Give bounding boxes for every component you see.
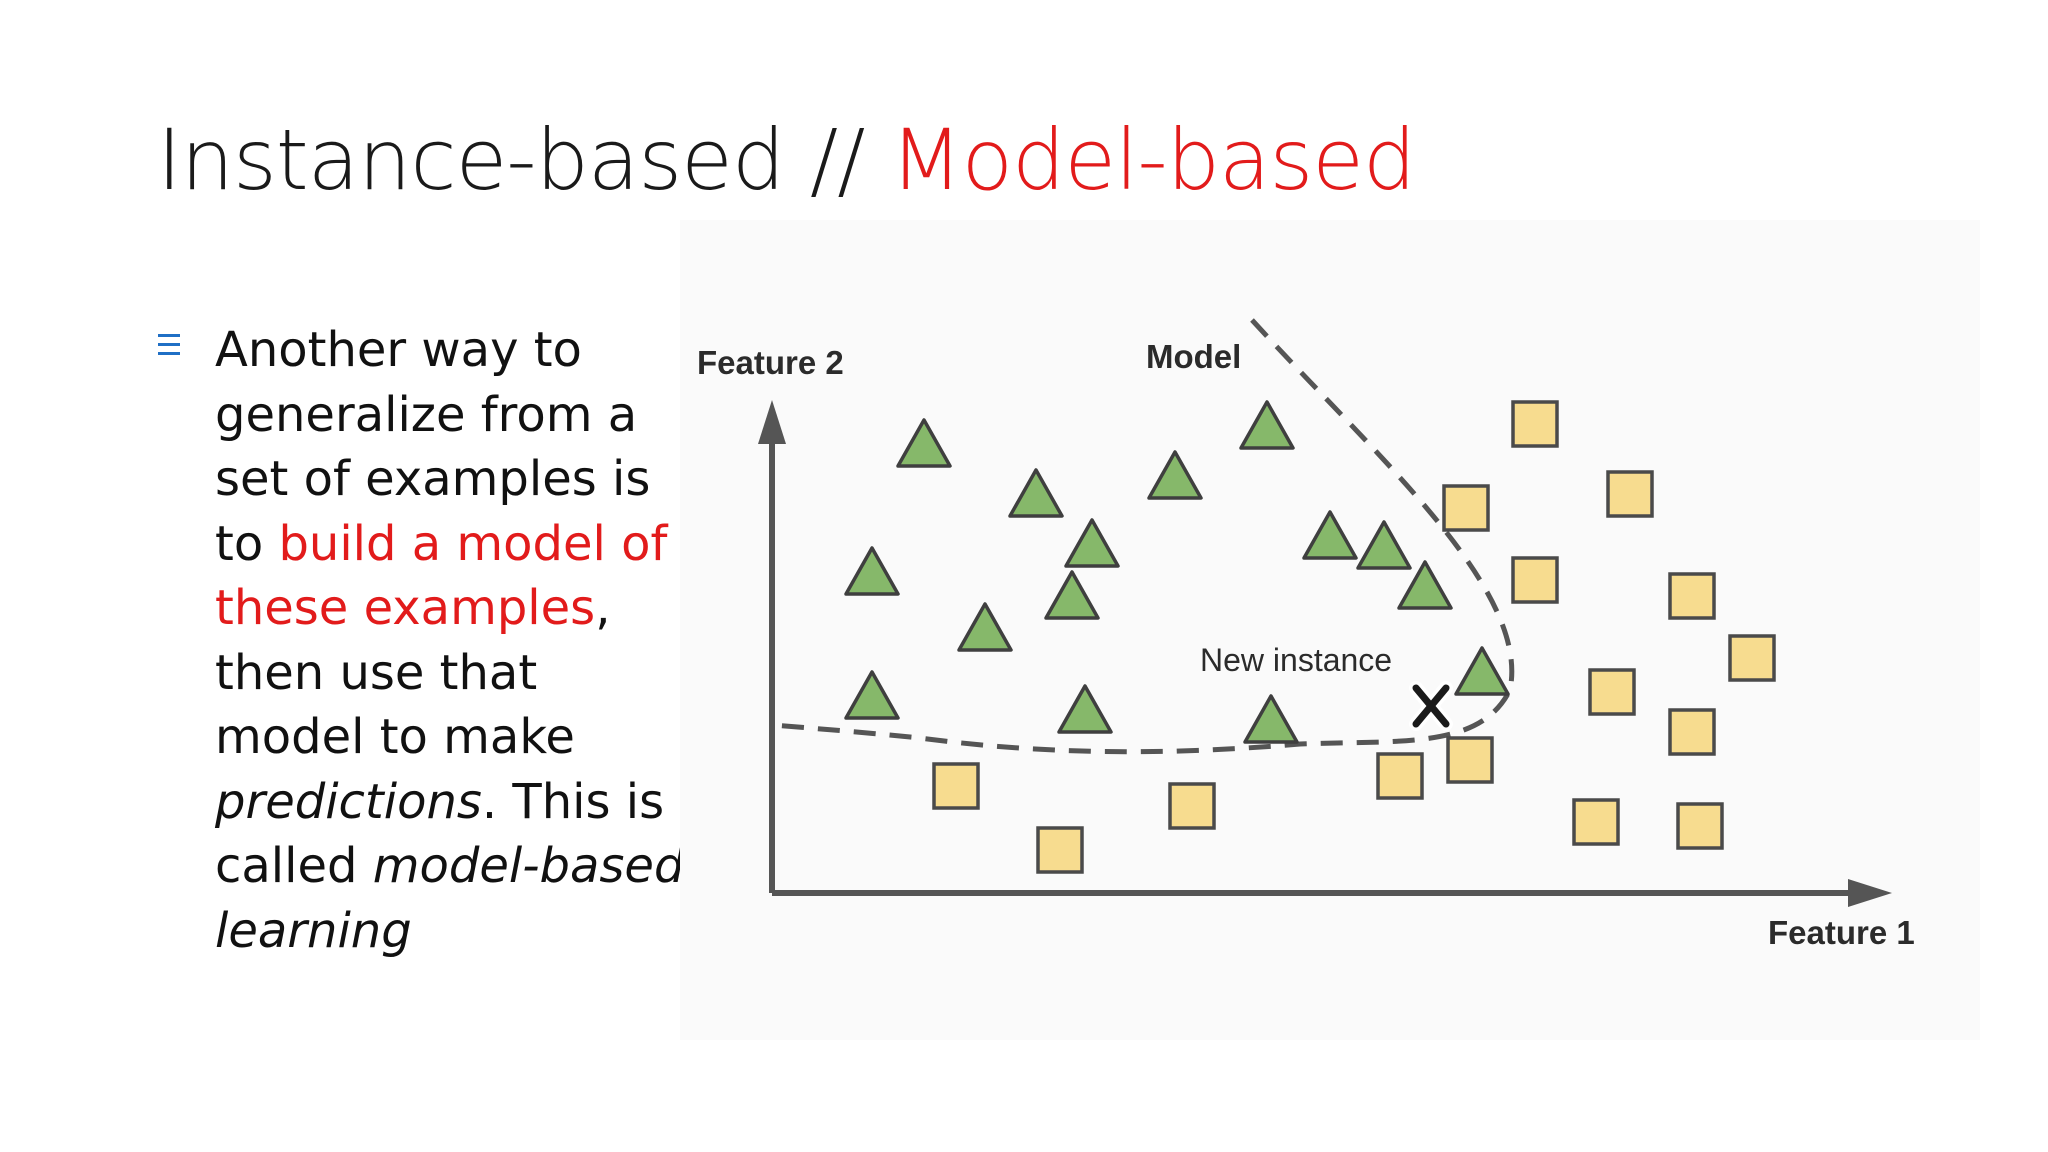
triangle-point	[1008, 468, 1064, 518]
triangle-point	[1356, 520, 1412, 570]
square-point	[932, 762, 980, 810]
square-point	[1668, 708, 1716, 756]
square-point	[1572, 798, 1620, 846]
bullet-seg-1: Another way to generalize from a set of …	[215, 322, 651, 572]
triangle-point	[1147, 450, 1203, 500]
triangle-point	[896, 418, 952, 468]
axes	[758, 400, 1892, 907]
square-point	[1376, 752, 1424, 800]
triangle-point	[844, 546, 900, 596]
model-label: Model	[1146, 338, 1242, 375]
triangle-point	[1044, 570, 1100, 620]
square-points	[932, 400, 1776, 874]
slide-title: Instance-based // Model-based	[157, 118, 1416, 202]
bullet-seg-3: , then use that model to make	[215, 580, 611, 765]
new-instance-label: New instance	[1200, 642, 1393, 678]
triangle-point	[1243, 694, 1299, 744]
square-point	[1606, 470, 1654, 518]
square-point	[1442, 484, 1490, 532]
triangle-point	[957, 602, 1013, 652]
square-point	[1511, 556, 1559, 604]
new-instance-x-icon	[1409, 681, 1453, 731]
model-diagram: Feature 2 Feature 1 Model New instance	[680, 220, 1980, 1040]
square-point	[1446, 736, 1494, 784]
y-axis-arrow-icon	[758, 400, 786, 444]
y-axis-label: Feature 2	[697, 344, 844, 381]
square-point	[1588, 668, 1636, 716]
title-plain: Instance-based //	[157, 111, 891, 209]
model-boundary	[771, 318, 1515, 755]
square-point	[1511, 400, 1559, 448]
triangle-point	[1239, 400, 1295, 450]
triangle-point	[1454, 646, 1510, 696]
x-axis-arrow-icon	[1848, 879, 1892, 907]
square-point	[1728, 634, 1776, 682]
bullet-seg-5: . This is called	[215, 773, 665, 895]
list-bullet-icon	[155, 332, 181, 358]
bullet-seg-2-highlight: build a model of these examples	[215, 515, 668, 637]
square-point	[1168, 782, 1216, 830]
x-axis-label: Feature 1	[1768, 914, 1915, 951]
bullet-seg-4-italic: predictions	[215, 773, 482, 830]
triangle-point	[1057, 684, 1113, 734]
diagram-canvas	[758, 318, 1892, 907]
triangle-point	[1397, 560, 1453, 610]
square-point	[1668, 572, 1716, 620]
triangle-point	[1302, 510, 1358, 560]
bullet-seg-6-italic: model-based learning	[215, 838, 685, 959]
triangle-points	[844, 400, 1510, 744]
triangle-point	[1064, 518, 1120, 568]
title-accent: Model-based	[890, 111, 1416, 209]
triangle-point	[844, 670, 900, 720]
bullet-text: Another way to generalize from a set of …	[215, 318, 685, 963]
square-point	[1036, 826, 1084, 874]
square-point	[1676, 802, 1724, 850]
